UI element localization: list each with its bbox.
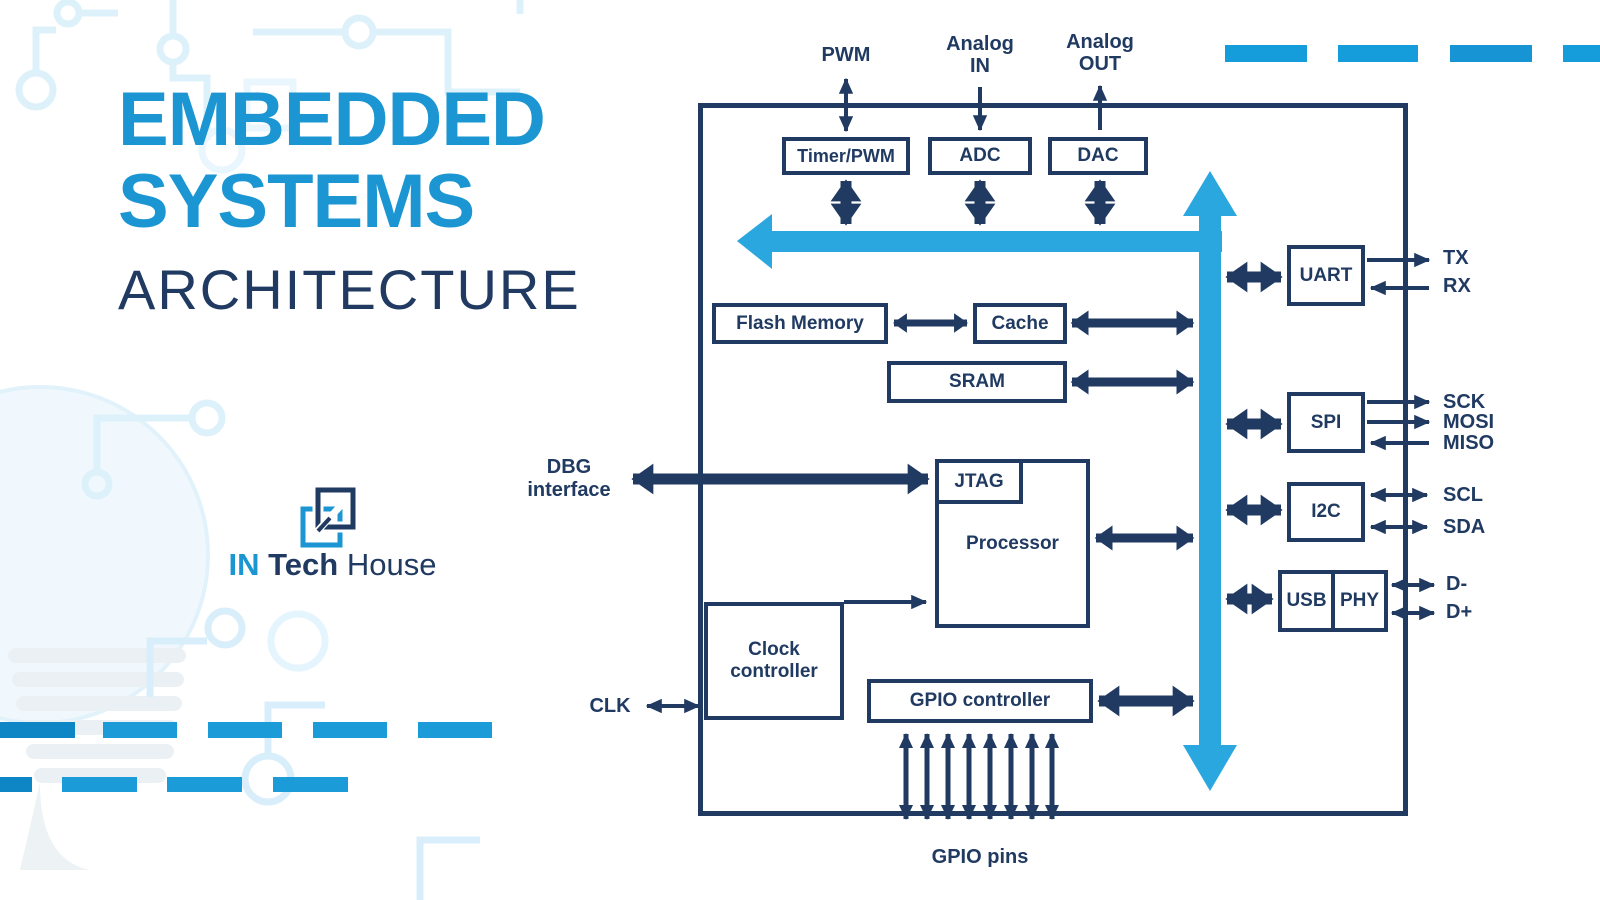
port-label-sck: SCK (1443, 391, 1486, 413)
port-label-sda: SDA (1443, 516, 1486, 538)
title-line-1: EMBEDDED (118, 77, 546, 162)
intechhouse-logo-text: IN Tech House (225, 549, 440, 581)
clock-controller-line1: Clock (748, 639, 800, 660)
port-label-mosi: MOSI (1443, 411, 1495, 433)
analog-in-line1: Analog (946, 33, 1014, 55)
dashed-line-bottom-lower (0, 777, 348, 792)
port-label-rx: RX (1443, 275, 1471, 297)
port-label-pwm: PWM (821, 44, 871, 66)
block-dac: DAC (1048, 137, 1148, 175)
logo-word-tech: Tech (268, 547, 339, 582)
port-label-d-minus: D- (1446, 573, 1468, 595)
analog-in-line2: IN (970, 55, 990, 77)
port-label-clk: CLK (589, 695, 631, 717)
block-sram: SRAM (887, 361, 1067, 403)
port-label-dbg-interface: DBG interface (494, 456, 644, 502)
analog-out-line1: Analog (1066, 31, 1134, 53)
block-timer-pwm: Timer/PWM (782, 137, 910, 175)
block-uart: UART (1287, 245, 1365, 306)
port-label-gpio-pins: GPIO pins (931, 846, 1029, 868)
port-label-scl: SCL (1443, 484, 1483, 506)
title-line-2: SYSTEMS (118, 159, 475, 244)
block-spi: SPI (1287, 392, 1365, 453)
clock-controller-line2: controller (730, 661, 818, 682)
dashed-line-bottom-upper (0, 722, 492, 738)
block-clock-controller: Clock controller (704, 602, 844, 720)
circuit-pattern-top-left (15, 0, 524, 174)
block-i2c: I2C (1287, 482, 1365, 542)
block-phy: PHY (1331, 574, 1384, 628)
block-adc: ADC (928, 137, 1032, 175)
intechhouse-logo-icon (300, 484, 359, 548)
block-jtag: JTAG (935, 459, 1023, 504)
circuit-pattern-bottom-left (146, 607, 480, 900)
logo-word-in: IN (228, 547, 260, 582)
analog-out-line2: OUT (1078, 53, 1122, 75)
dashed-line-top-right (1225, 45, 1600, 62)
block-usb-phy: USB PHY (1278, 570, 1388, 632)
title-line-3: ARCHITECTURE (118, 258, 581, 321)
port-label-analog-in: Analog IN (930, 33, 1030, 77)
block-cache: Cache (973, 303, 1067, 344)
block-flash-memory: Flash Memory (712, 303, 888, 344)
circuit-pattern-mid-left (81, 399, 226, 500)
block-usb: USB (1286, 590, 1327, 611)
block-gpio-controller: GPIO controller (867, 679, 1093, 723)
port-label-analog-out: Analog OUT (1050, 31, 1150, 75)
dbg-line1: DBG (546, 456, 592, 478)
logo-word-house: House (346, 547, 437, 582)
port-label-d-plus: D+ (1446, 601, 1473, 623)
port-label-miso: MISO (1443, 432, 1495, 454)
lightbulb-illustration (0, 385, 210, 870)
port-label-tx: TX (1443, 247, 1469, 269)
dbg-line2: interface (527, 479, 611, 501)
